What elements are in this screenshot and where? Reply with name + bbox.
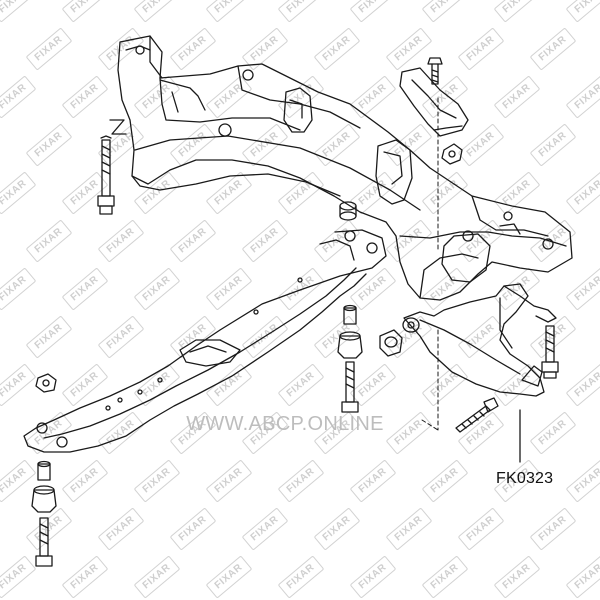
bushing-large: [379, 329, 403, 357]
bushing-center: [339, 201, 357, 221]
site-watermark: WWW.ABCP.ONLINE: [186, 413, 384, 435]
bushing-stack-center: [337, 304, 363, 413]
bolt-right: [541, 325, 559, 379]
bolt-top-right: [427, 57, 443, 85]
bolt-control-arm: [455, 397, 499, 433]
nut-top: [441, 143, 463, 165]
front-subframe: [117, 35, 573, 301]
bushing-stack-left: [31, 460, 57, 567]
alignment-guides: [421, 97, 439, 431]
mounting-bracket: [399, 67, 469, 137]
nut-left: [35, 373, 57, 393]
lower-crossmember: [23, 229, 387, 453]
lower-control-arm: [402, 283, 557, 397]
bolt-left: [97, 135, 115, 215]
leader-z-marker: [109, 119, 127, 135]
part-number-label: FK0323: [496, 470, 554, 487]
